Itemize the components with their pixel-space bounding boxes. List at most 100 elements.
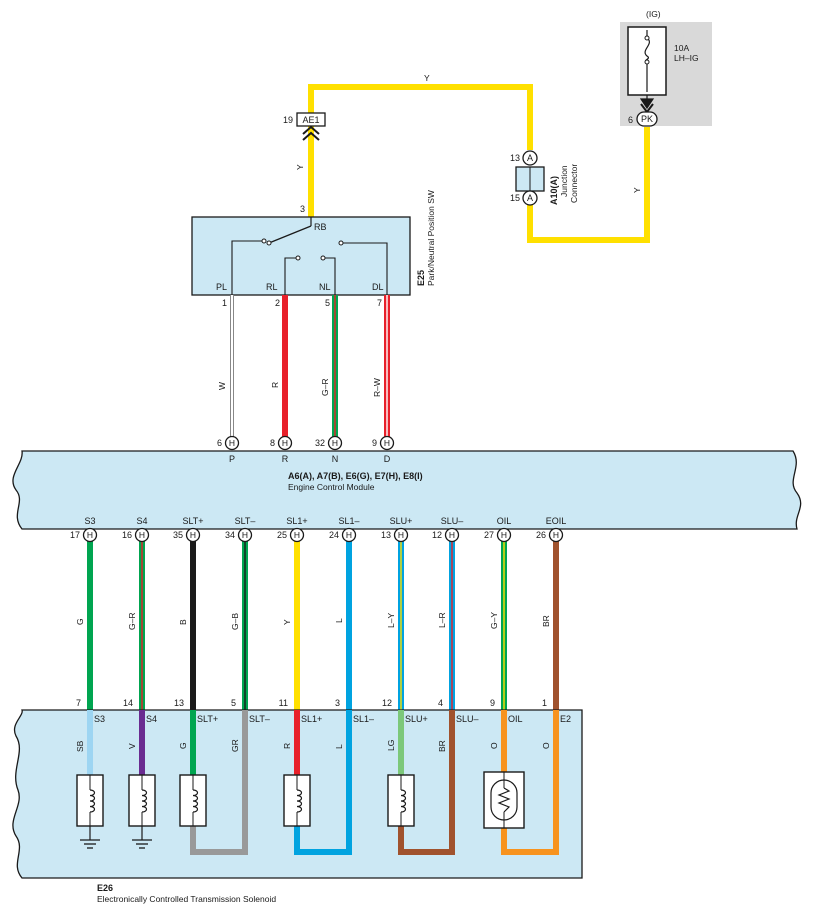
ecm-top-pin-8: 8 [270, 438, 275, 448]
harness-wire-label: L–Y [386, 613, 396, 628]
inner-wire-label: BR [437, 740, 447, 752]
ecm-box [12, 450, 802, 530]
harness-wire-label: G–Y [489, 612, 499, 629]
sol-pin: 1 [542, 698, 547, 708]
sol-pin: 4 [438, 698, 443, 708]
wire-label-gr: G–R [320, 379, 330, 396]
ecm-bot-h: H [501, 530, 507, 540]
inner-wire-label: O [489, 742, 499, 749]
sol-label: S4 [146, 714, 157, 724]
ecm-bot-pin: 12 [432, 530, 442, 540]
junction-bottom-pin: 15 [510, 193, 520, 203]
inner-wire-label: GR [230, 739, 240, 752]
ecm-top-label-r: R [282, 454, 289, 464]
sol-label: SL1– [353, 714, 374, 724]
wire-label-left-y: Y [295, 164, 305, 170]
sol-pin: 7 [76, 698, 81, 708]
ecm-bot-label: OIL [497, 516, 512, 526]
coil-icon [387, 774, 415, 827]
harness-wire-label: G–R [127, 613, 137, 630]
ecm-bot-label: SL1+ [286, 516, 307, 526]
sol-label: SLU– [456, 714, 479, 724]
wire-y-fuse [527, 127, 650, 243]
ecm-bot-h: H [398, 530, 404, 540]
junction-top-terminal-label: A [527, 153, 533, 163]
switch-input-label: RB [314, 222, 327, 232]
sol-label: SLT– [249, 714, 270, 724]
wire-label-rw: R–W [372, 378, 382, 397]
inner-wire-label: SB [75, 740, 85, 752]
sol-pin: 9 [490, 698, 495, 708]
wire-label-right-y: Y [632, 187, 642, 193]
switch-pin-1: 1 [222, 298, 227, 308]
ecm-top-pin-6: 6 [217, 438, 222, 448]
ecm-ids: A6(A), A7(B), E6(G), E7(H), E8(I) [288, 471, 423, 481]
ecm-bot-pin: 27 [484, 530, 494, 540]
switch-pin-2: 2 [275, 298, 280, 308]
sol-label: SLT+ [197, 714, 218, 724]
ecm-bot-h: H [294, 530, 300, 540]
ecm-bot-label: SLT– [235, 516, 256, 526]
ecm-top-h-1: H [229, 438, 235, 448]
coil-icon [283, 774, 311, 827]
sol-pin: 5 [231, 698, 236, 708]
fuse-rating: 10A [674, 43, 689, 53]
switch-pin-5: 5 [325, 298, 330, 308]
harness-wire-label: BR [541, 615, 551, 627]
ecm-bot-h: H [87, 530, 93, 540]
solenoid-inner-wires [87, 710, 559, 855]
sol-pin: 11 [279, 698, 288, 708]
ecm-top-label-d: D [384, 454, 391, 464]
fuse-arrow-icon [639, 95, 655, 110]
ecm-top-h-4: H [384, 438, 390, 448]
fuse-panel-label: (IG) [646, 9, 661, 19]
switch-input-pin: 3 [300, 204, 305, 214]
ae1-pin: 19 [283, 115, 293, 125]
ecm-bot-h: H [242, 530, 248, 540]
ecm-bot-label: SLT+ [182, 516, 203, 526]
ecm-bot-h: H [553, 530, 559, 540]
junction-bottom-terminal-label: A [527, 193, 533, 203]
ecm-name: Engine Control Module [288, 482, 375, 492]
sol-pin: 3 [335, 698, 340, 708]
pk-pin: 6 [628, 115, 633, 125]
harness-wire-label: L–R [437, 612, 447, 628]
inner-wire-label: G [178, 742, 188, 749]
junction-connector-name2: Connector [569, 164, 579, 203]
sol-label: SL1+ [301, 714, 322, 724]
solenoid-name: Electronically Controlled Transmission S… [97, 894, 276, 904]
switch-wires [230, 295, 390, 437]
ecm-bot-label: S4 [136, 516, 147, 526]
ecm-top-label-p: P [229, 454, 235, 464]
harness-wire-label: B [178, 619, 188, 625]
junction-connector-name: Junction [559, 165, 569, 197]
ecm-top-pin-32: 32 [315, 438, 325, 448]
solenoid-id: E26 [97, 883, 113, 893]
ecm-bot-label: SLU– [441, 516, 464, 526]
sol-label: SLU+ [405, 714, 428, 724]
switch-id: E25 [416, 270, 426, 286]
inner-wire-label: R [282, 743, 292, 749]
pk-terminal-label: PK [641, 114, 653, 124]
pk-terminal [636, 111, 658, 127]
wire-y-junction [308, 84, 533, 150]
harness-wires [87, 541, 559, 710]
coil-icon [179, 774, 207, 827]
sol-pin: 12 [382, 698, 392, 708]
ecm-bot-label: EOIL [546, 516, 567, 526]
ecm-top-h-3: H [332, 438, 338, 448]
harness-wire-label: G [75, 618, 85, 625]
inner-wire-label: V [127, 743, 137, 749]
ecm-bot-pin: 26 [536, 530, 546, 540]
ecm-top-pin-9: 9 [372, 438, 377, 448]
ecm-top-connectors [224, 435, 395, 451]
sol-pin: 13 [174, 698, 184, 708]
ecm-bot-label: SLU+ [390, 516, 413, 526]
junction-top-pin: 13 [510, 153, 520, 163]
harness-wire-label: Y [282, 619, 292, 625]
ecm-bot-pin: 13 [381, 530, 391, 540]
junction-bottom-terminal [522, 190, 538, 206]
wire-label-top-y: Y [424, 73, 430, 83]
ground-icon [132, 839, 152, 849]
ecm-bot-h: H [449, 530, 455, 540]
